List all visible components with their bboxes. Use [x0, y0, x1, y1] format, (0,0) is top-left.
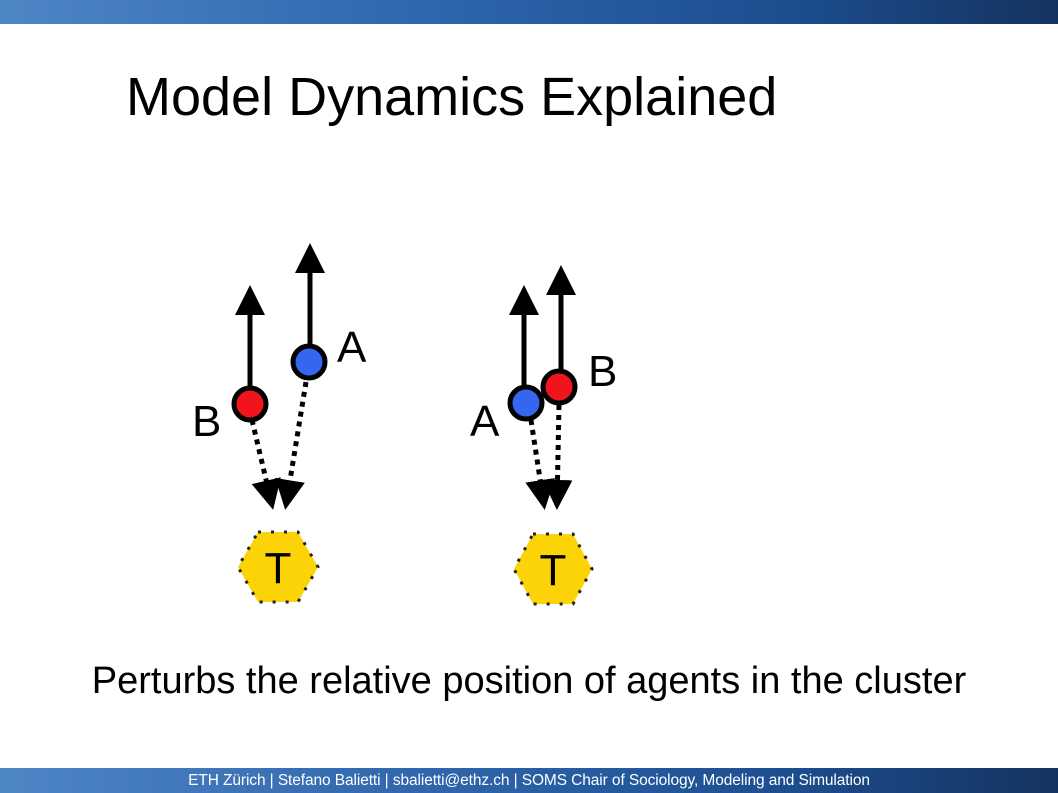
footer-text: ETH Zürich | Stefano Balietti | sbaliett…	[188, 772, 870, 789]
target-label: T	[265, 544, 292, 593]
panel-2: A B T	[470, 265, 617, 606]
agent-a-target-arrow	[525, 419, 556, 510]
agent-b-label: B	[192, 397, 221, 446]
top-band	[0, 0, 1058, 24]
agent-b-dot	[231, 385, 269, 423]
agent-a-label: A	[470, 397, 500, 446]
target-hexagon	[512, 532, 594, 606]
agent-b-target-arrow	[542, 404, 573, 510]
agent-b-label: B	[588, 347, 617, 396]
target-label: T	[540, 546, 567, 595]
agent-b-dot	[540, 368, 578, 406]
panel-1: B A T	[192, 243, 367, 604]
slide-caption: Perturbs the relative position of agents…	[91, 660, 967, 702]
agent-a-dot	[507, 384, 545, 422]
agent-a-target-arrow	[275, 381, 309, 510]
footer-bar: ETH Zürich | Stefano Balietti | sbaliett…	[0, 768, 1058, 793]
slide-title: Model Dynamics Explained	[126, 67, 778, 127]
agent-a-dot	[290, 343, 328, 381]
agent-a-label: A	[337, 323, 367, 372]
target-hexagon	[236, 530, 320, 604]
agent-b-target-arrow	[249, 419, 281, 510]
